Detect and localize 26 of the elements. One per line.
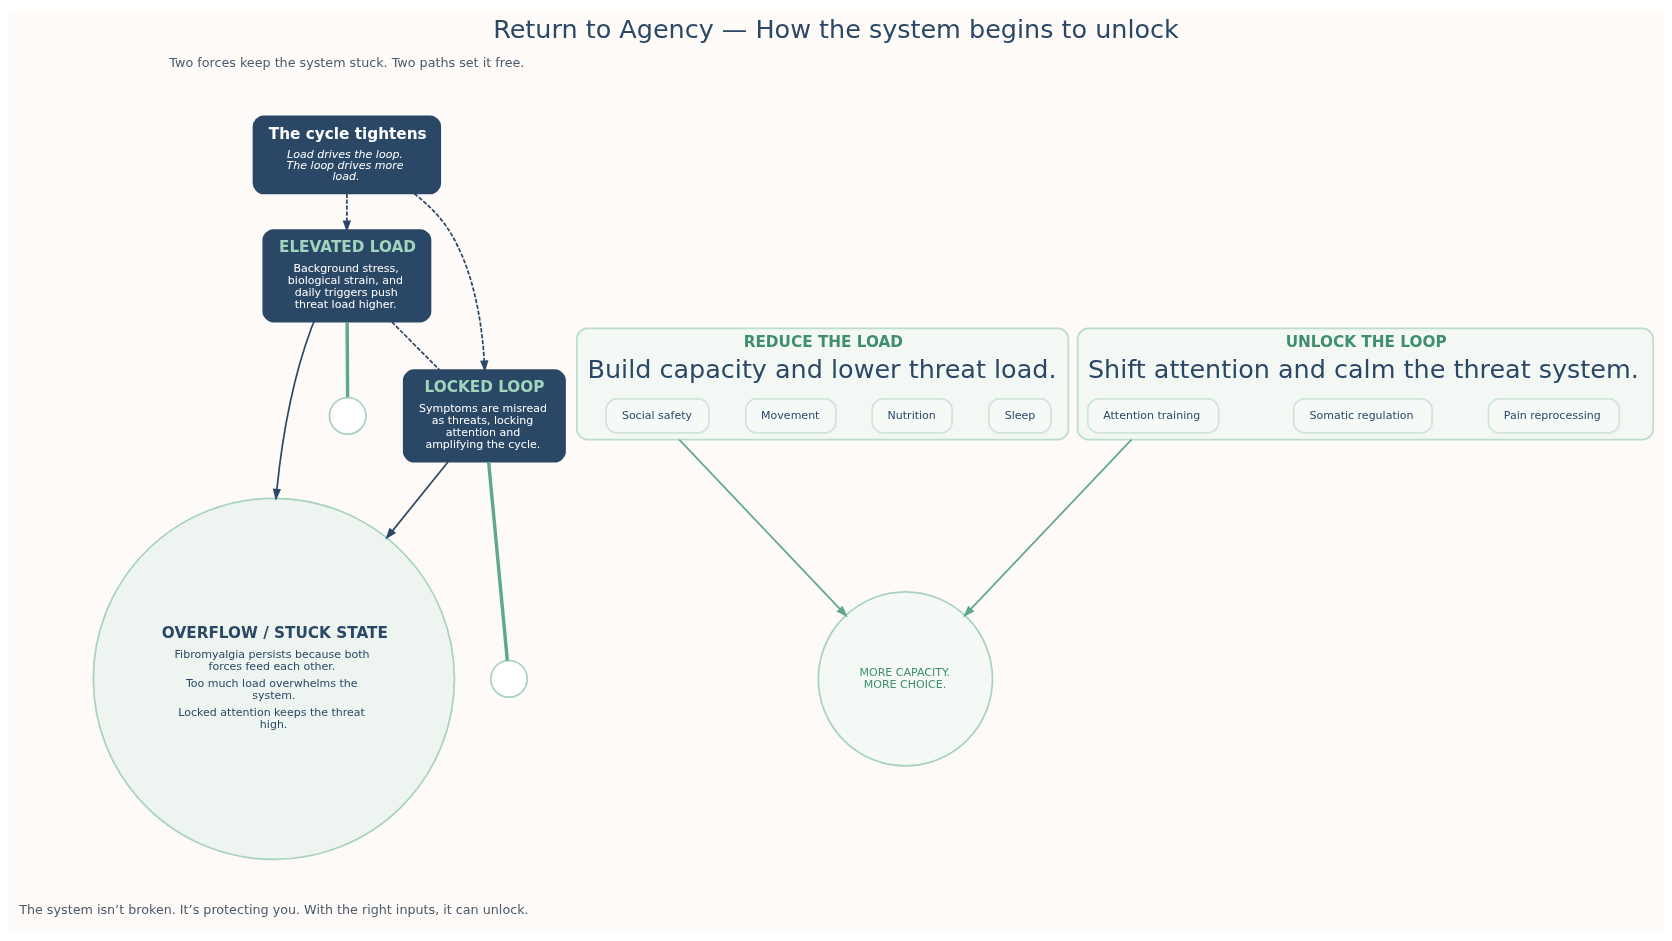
node-box: Somatic regulation	[1292, 398, 1433, 434]
diagram-title: Return to Agency — How the system begins to unlock	[493, 14, 1179, 45]
connector	[345, 321, 350, 398]
connector	[486, 461, 510, 661]
node-circle	[489, 659, 529, 698]
node-box: The cycle tightens Load drives the loop. The loop drives more load.	[252, 115, 442, 195]
arrow	[342, 192, 352, 233]
node-box: ELEVATED LOAD Background stress, biological strain, and daily triggers push threat load higher.	[262, 229, 432, 323]
node-box: Attention training	[1087, 398, 1220, 434]
node-box: Movement	[744, 398, 837, 434]
node-box: Sleep	[988, 398, 1052, 434]
arrow	[385, 461, 449, 540]
arrow	[963, 438, 1133, 618]
node-circle	[328, 396, 367, 435]
arrow	[413, 192, 489, 373]
label: Two forces keep the system stuck. Two paths set it free.	[169, 55, 525, 71]
arrow	[272, 320, 315, 501]
connector	[391, 321, 441, 371]
label: The system isn’t broken. It’s protecting you. With the right inputs, it can unlock.	[19, 902, 529, 918]
node-box: Nutrition	[871, 398, 953, 434]
node-box: LOCKED LOOP Symptoms are misread as threats, locking attention and amplifying the cycle.	[402, 369, 566, 463]
node-circle: MORE CAPACITY. MORE CHOICE.	[817, 591, 994, 767]
arrow	[678, 438, 848, 618]
node-box: Pain reprocessing	[1487, 398, 1621, 434]
node-box: Social safety	[605, 398, 710, 434]
node-circle: OVERFLOW / STUCK STATE Fibromyalgia persists because both forces feed each other. Too much load overwhelms the system. Locked attention keeps the threat high.	[92, 497, 456, 861]
